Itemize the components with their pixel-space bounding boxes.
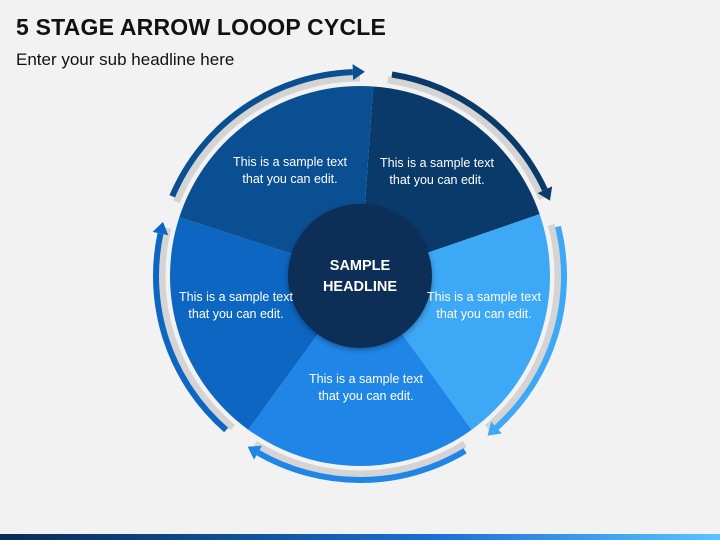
cycle-segment-1 (364, 86, 540, 254)
outer-arrow-arc-3 (256, 448, 467, 483)
arrow-head-2 (487, 421, 502, 436)
outer-arrow-arc-4 (153, 232, 229, 433)
outer-arrow-arc-5 (169, 69, 353, 198)
arrow-head-4 (152, 221, 169, 236)
outer-arrow-ring (152, 64, 567, 483)
center-circle (288, 204, 432, 348)
outer-ring-track-5 (173, 74, 361, 204)
outer-ring-track-1 (387, 76, 546, 201)
arrow-head-1 (537, 186, 553, 201)
cycle-segments (170, 86, 551, 467)
segment-5-text: This is a sample text that you can edit. (179, 290, 293, 321)
page-subtitle: Enter your sub headline here (16, 50, 235, 69)
page-title: 5 STAGE ARROW LOOOP CYCLE (16, 14, 387, 40)
arrow-head-3 (247, 445, 262, 460)
center-headline: SAMPLE HEADLINE (322, 258, 398, 295)
segment-4-text: This is a sample text that you can edit. (309, 372, 423, 403)
cycle-segment-2 (401, 214, 551, 430)
outer-arrow-arc-1 (391, 71, 548, 192)
segment-1-text: This is a sample text that you can edit. (233, 155, 347, 186)
cycle-segment-3 (248, 332, 472, 467)
segment-3-text: This is a sample text that you can edit. (427, 290, 541, 321)
segment-2-text: This is a sample text that you can edit. (380, 156, 494, 187)
outer-ring-track-4 (158, 227, 235, 431)
outer-ring-track-2 (485, 223, 562, 431)
outer-ring-track-3 (253, 440, 467, 478)
footer-bar (0, 534, 720, 540)
cycle-segment-5 (179, 86, 374, 255)
arrow-head-5 (352, 64, 365, 81)
cycle-segment-4 (170, 217, 319, 430)
outer-arrow-arc-2 (494, 225, 567, 430)
